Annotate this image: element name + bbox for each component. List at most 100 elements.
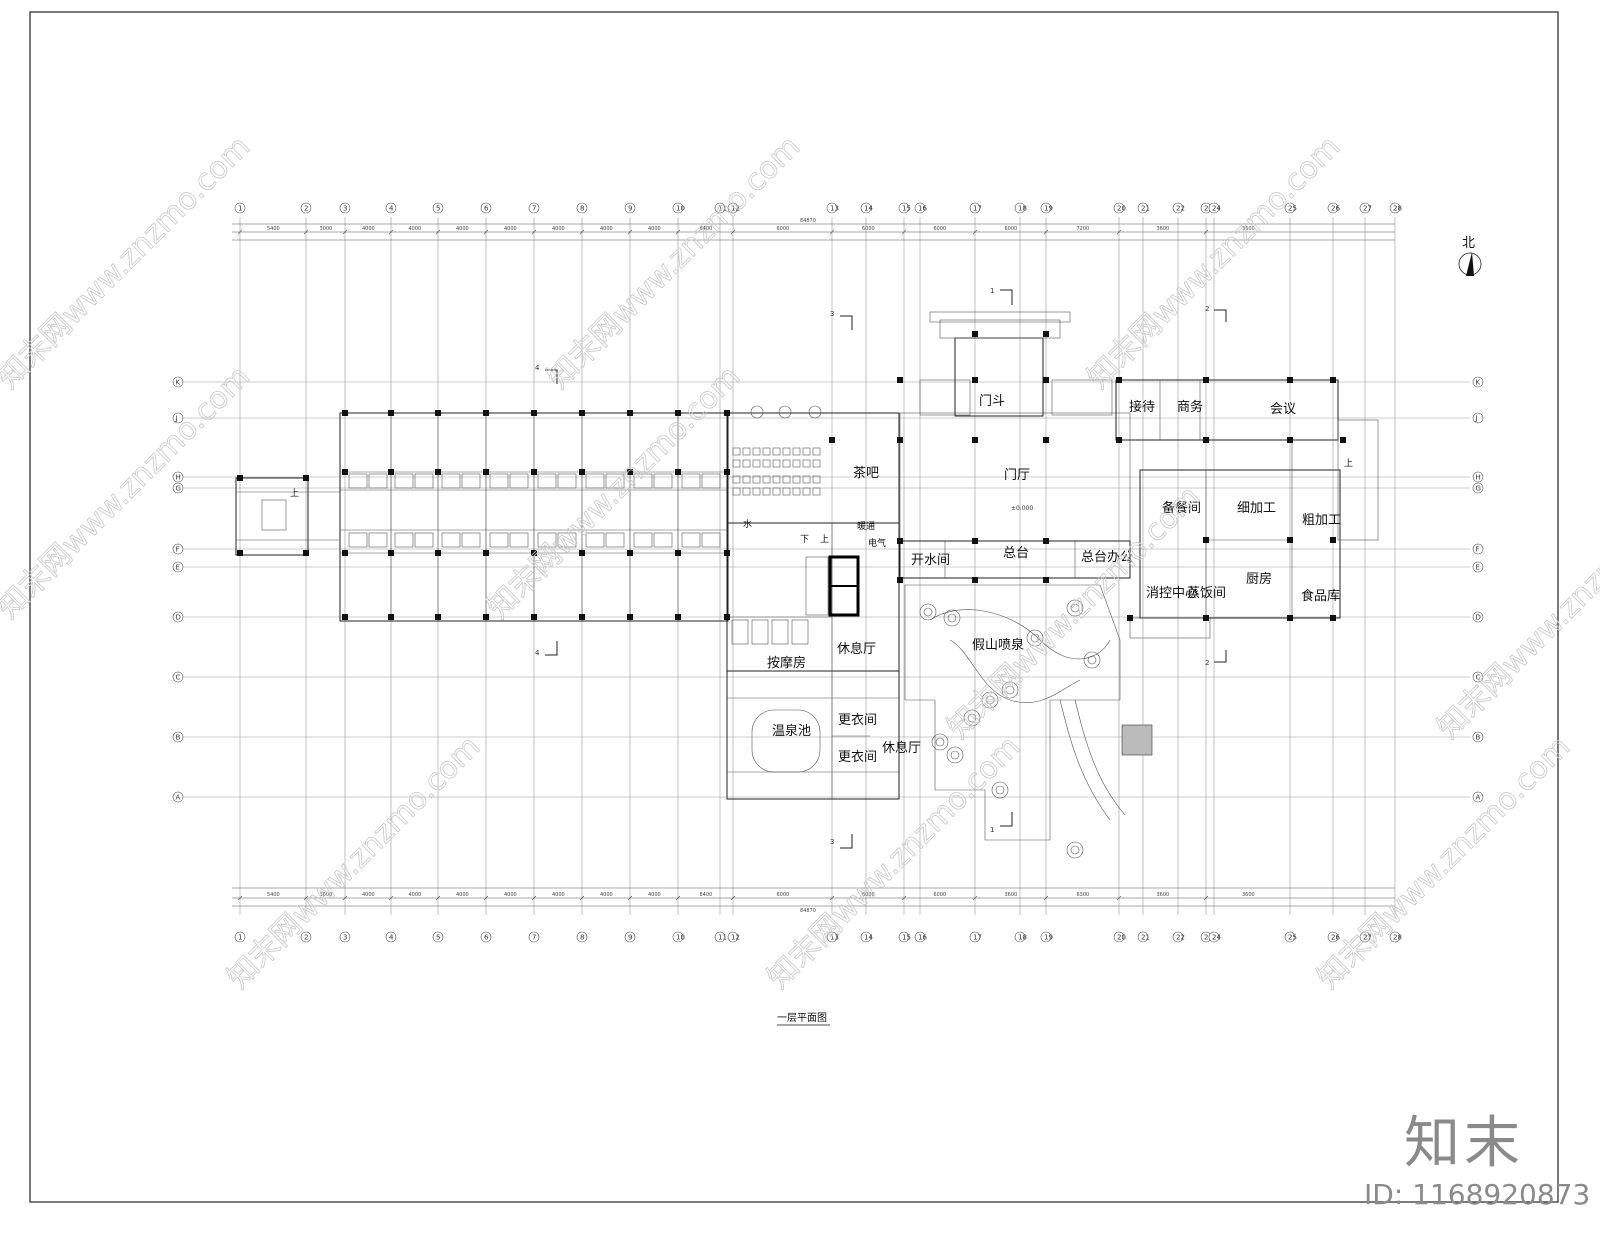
chair: [762, 487, 771, 496]
bathroom-fixture: [348, 473, 368, 489]
tree-symbol: [1030, 633, 1040, 643]
tree-symbol: [1026, 629, 1044, 647]
bathroom-fixture: [441, 532, 461, 548]
axis-label-right: A: [1476, 794, 1481, 802]
west-stair-up-label: 上: [290, 488, 299, 499]
axis-label-bottom: 8: [580, 934, 584, 942]
chair: [752, 475, 761, 484]
axis-bubble-bottom: [432, 931, 444, 943]
tree-symbol: [946, 746, 964, 764]
column: [972, 538, 978, 544]
axis-bubble-top: [860, 202, 872, 214]
axis-label-top: 24: [1212, 205, 1221, 213]
axis-bubble-bottom: [1208, 931, 1220, 943]
axis-label-left: K: [176, 379, 181, 387]
axis-bubble-right: [1472, 671, 1484, 683]
section-mark-1b: 1: [990, 826, 994, 834]
tree-symbol: [1066, 841, 1084, 859]
bathroom-fixture: [509, 532, 529, 548]
room-label-mendou: 门斗: [979, 394, 1005, 409]
axis-bubble-left: [172, 561, 184, 573]
axis-bubble-right: [1472, 791, 1484, 803]
column: [303, 475, 309, 481]
axis-label-bottom: 3: [343, 934, 347, 942]
column: [388, 550, 394, 556]
axis-label-right: E: [1476, 564, 1480, 572]
bathroom-fixture: [368, 473, 388, 489]
chair: [802, 487, 811, 496]
axis-bubble-top: [432, 202, 444, 214]
column: [897, 377, 903, 383]
axis-label-bottom: 19: [1044, 934, 1053, 942]
axis-label-bottom: 15: [902, 934, 911, 942]
column: [627, 550, 633, 556]
axis-bubble-bottom: [576, 931, 588, 943]
column: [342, 469, 348, 475]
room-label-gengyi2: 更衣间: [838, 749, 877, 765]
axis-bubble-top: [969, 202, 981, 214]
axis-bubble-left: [172, 671, 184, 683]
axis-bubble-top: [914, 202, 926, 214]
section-mark-2b: 2: [1205, 659, 1209, 667]
axis-bubble-right: [1472, 376, 1484, 388]
axis-label-top: 11: [718, 205, 727, 213]
bathroom-fixture: [653, 473, 673, 489]
dim-label-bottom: 6000: [777, 892, 790, 898]
stair-down-label: 下: [800, 535, 809, 545]
tree-symbol: [991, 781, 1009, 799]
column: [483, 410, 489, 416]
axis-label-right: H: [1476, 474, 1481, 482]
column: [483, 469, 489, 475]
axis-bubble-bottom: [727, 931, 739, 943]
room-label-zongtai: 总台: [1003, 546, 1029, 561]
room-label-xiuxi2: 休息厅: [882, 740, 921, 756]
axis-bubble-top: [1014, 202, 1026, 214]
room-label-gengyi1: 更衣间: [838, 712, 877, 728]
section-mark-1a: 1: [990, 287, 994, 295]
north-label: 北: [1462, 236, 1475, 251]
dim-label-bottom: 4000: [600, 892, 613, 898]
column: [579, 614, 585, 620]
bathroom-fixture: [633, 532, 653, 548]
column: [342, 410, 348, 416]
section-mark-2a: 2: [1205, 305, 1209, 313]
tree-symbol: [1001, 681, 1019, 699]
axis-label-top: 4: [389, 205, 394, 213]
axis-label-bottom: 17: [973, 934, 982, 942]
axis-bubble-left: [172, 482, 184, 494]
column: [724, 550, 730, 556]
room-label-xiuxi1: 休息厅: [837, 641, 876, 657]
courtyard-garden: [904, 584, 1153, 841]
dim-label-top: 3600: [1242, 226, 1255, 232]
column: [627, 614, 633, 620]
axis-bubble-bottom: [969, 931, 981, 943]
bathroom-fixture: [557, 532, 577, 548]
column: [388, 469, 394, 475]
axis-label-left: F: [176, 546, 180, 554]
column: [1043, 331, 1049, 337]
axis-bubble-bottom: [624, 931, 636, 943]
bathroom-fixture: [441, 473, 461, 489]
axis-bubble-bottom: [914, 931, 926, 943]
axis-bubble-top: [727, 202, 739, 214]
axis-bubble-top: [1040, 202, 1052, 214]
watermark-text: 知末网www.znzmo.com: [0, 129, 257, 395]
axis-bubble-top: [300, 202, 312, 214]
planter: [750, 405, 764, 419]
bathroom-fixture: [414, 532, 434, 548]
column: [435, 469, 441, 475]
dim-label-top: 7200: [1077, 226, 1090, 232]
axis-label-right: C: [1476, 674, 1481, 682]
tree-symbol: [1083, 651, 1101, 669]
axis-label-top: 9: [628, 205, 632, 213]
chair: [782, 487, 791, 496]
east-stair-up-label: 上: [1344, 458, 1353, 469]
axis-label-top: 7: [532, 205, 536, 213]
axis-label-top: 1: [238, 205, 242, 213]
axis-label-left: E: [176, 564, 180, 572]
axis-bubble-top: [1389, 202, 1401, 214]
dim-label-top: 4000: [504, 226, 517, 232]
column: [1043, 577, 1049, 583]
dim-label-top: 3000: [320, 226, 333, 232]
axis-bubble-bottom: [480, 931, 492, 943]
